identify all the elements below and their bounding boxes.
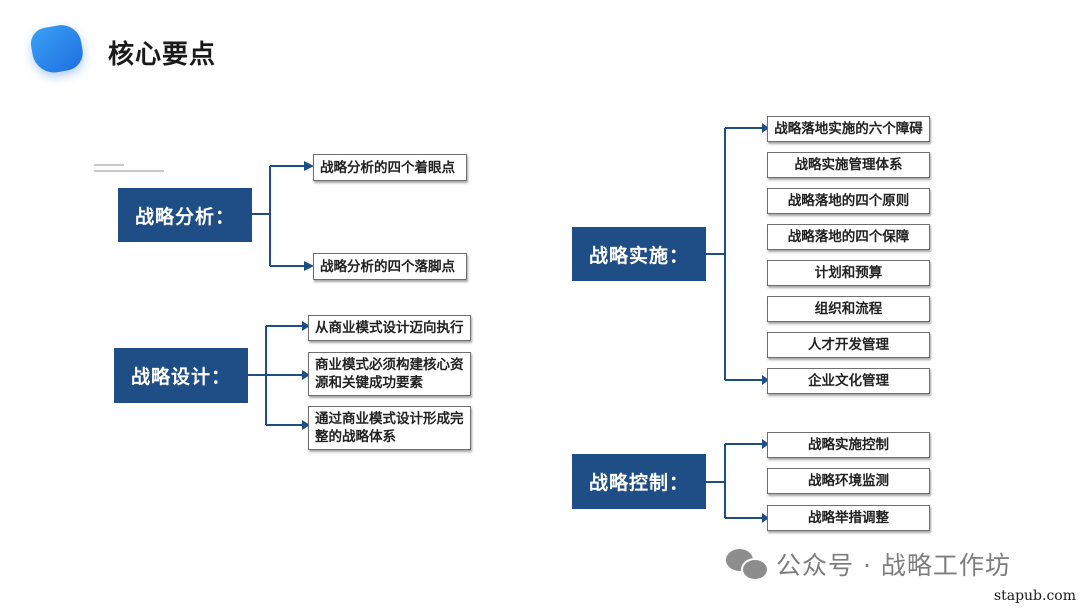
leaf-analysis-1: 战略分析的四个着眼点: [313, 154, 467, 181]
leaf-implementation-6: 组织和流程: [767, 296, 930, 322]
leaf-implementation-5: 计划和预算: [767, 260, 930, 286]
leaf-implementation-2: 战略实施管理体系: [767, 152, 930, 178]
leaf-design-1: 从商业模式设计迈向执行: [308, 315, 471, 341]
leaf-design-2: 商业模式必须构建核心资 源和关键成功要素: [308, 352, 471, 396]
decorative-lines: [94, 164, 164, 176]
node-strategy-control: 战略控制：: [572, 454, 706, 509]
leaf-implementation-4: 战略落地的四个保障: [767, 224, 930, 250]
leaf-control-1: 战略实施控制: [767, 432, 930, 458]
leaf-implementation-8: 企业文化管理: [767, 368, 930, 394]
leaf-implementation-1: 战略落地实施的六个障碍: [767, 116, 930, 142]
node-strategy-design: 战略设计：: [114, 348, 248, 403]
page-title: 核心要点: [108, 40, 217, 70]
node-strategy-analysis: 战略分析：: [118, 188, 252, 242]
leaf-analysis-2: 战略分析的四个落脚点: [313, 253, 467, 280]
node-strategy-implementation: 战略实施：: [572, 227, 706, 281]
leaf-control-3: 战略举措调整: [767, 505, 930, 531]
leaf-implementation-7: 人才开发管理: [767, 332, 930, 358]
wechat-icon: [726, 547, 769, 581]
watermark-text: 公众号 · 战略工作坊: [776, 551, 1011, 580]
site-url: stapub.com: [993, 588, 1076, 604]
watermark: 公众号 · 战略工作坊: [726, 546, 1011, 582]
leaf-design-3: 通过商业模式设计形成完 整的战略体系: [308, 406, 471, 450]
leaf-control-2: 战略环境监测: [767, 468, 930, 494]
leaf-implementation-3: 战略落地的四个原则: [767, 188, 930, 214]
